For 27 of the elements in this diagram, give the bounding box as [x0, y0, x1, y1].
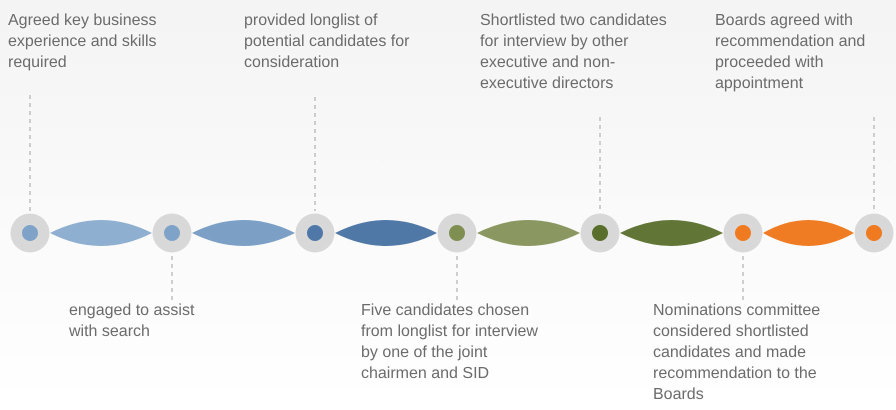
timeline-band [763, 220, 854, 246]
step-text: Five candidates chosen from longlist for interview by one of the joint chairmen and SID [361, 301, 539, 384]
milestone-circle [854, 213, 894, 253]
leader-line [599, 117, 601, 211]
leader-line [29, 95, 31, 211]
leader-line [171, 255, 173, 300]
timeline-band [50, 220, 152, 246]
step-text: engaged to assist with search [69, 301, 196, 342]
milestone-circle [295, 213, 335, 253]
leader-line [456, 255, 458, 300]
milestone-circle [580, 213, 620, 253]
step-text: Shortlisted two candidates for interview by other executive and non-executive directors [480, 11, 668, 94]
milestone-circle [10, 213, 50, 253]
timeline-band [620, 220, 723, 246]
step-text: Agreed key business experience and skills required [8, 11, 158, 73]
step-text: Nominations committee considered shortlisted candidates and made recommendation to the Boards [653, 301, 822, 405]
timeline-band [192, 220, 295, 246]
leader-line [314, 97, 316, 211]
leader-line [742, 255, 744, 300]
timeline-band [477, 220, 580, 246]
leader-line [873, 117, 875, 211]
step-text: Boards agreed with recommendation and proceeded with appointment [715, 11, 866, 94]
milestone-circle [723, 213, 763, 253]
milestone-circle [437, 213, 477, 253]
milestone-circle [152, 213, 192, 253]
timeline-band [335, 220, 437, 246]
step-text: provided longlist of potential candidates for consideration [244, 11, 410, 73]
